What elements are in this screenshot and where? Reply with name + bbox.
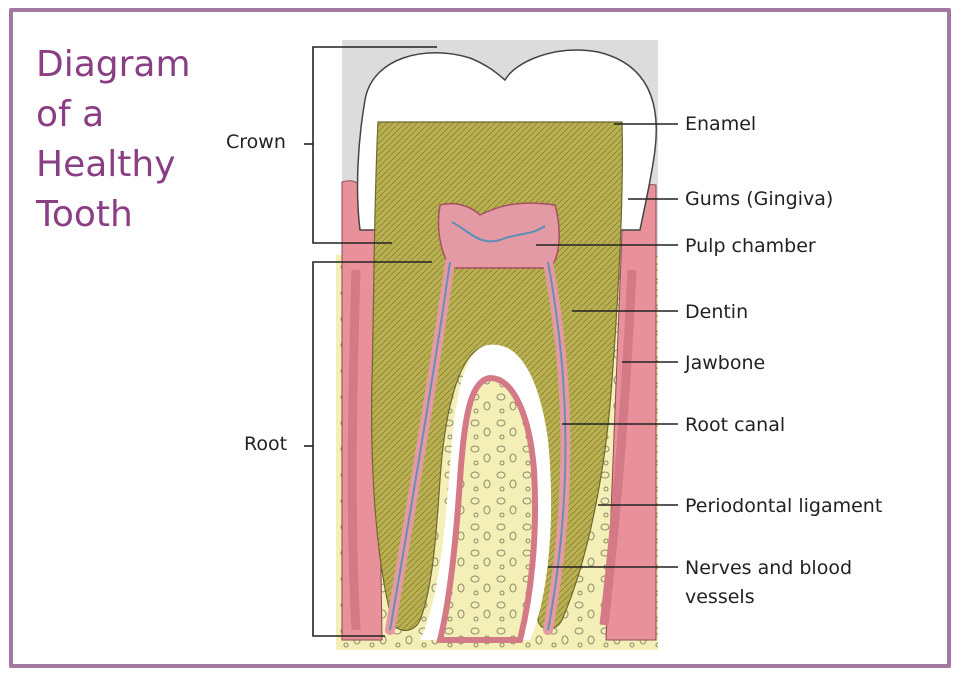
title-line-4: Tooth: [36, 194, 133, 235]
label-root-canal: Root canal: [685, 414, 785, 436]
interradicular-bone: [436, 374, 539, 643]
nerve-right: [547, 261, 567, 631]
diagram-title: Diagram of a Healthy Tooth: [36, 40, 236, 240]
label-crown: Crown: [226, 131, 286, 153]
root-bracket: [312, 261, 432, 637]
label-periodontal-ligament: Periodontal ligament: [685, 495, 882, 517]
pulp-chamber: [437, 202, 560, 269]
label-nerves-line1: Nerves and blood: [685, 557, 852, 579]
label-gums: Gums (Gingiva): [685, 188, 833, 210]
title-line-1: Diagram: [36, 44, 191, 85]
crown-bracket: [312, 46, 437, 244]
label-enamel: Enamel: [685, 113, 756, 135]
label-root: Root: [244, 433, 287, 455]
label-jawbone: Jawbone: [684, 352, 765, 374]
title-line-2: of a: [36, 94, 105, 135]
ligament-left: [347, 269, 361, 631]
label-dentin: Dentin: [685, 301, 748, 323]
diagram-frame: [9, 8, 951, 668]
pulp-vessels: [451, 221, 546, 243]
label-pulp-chamber: Pulp chamber: [685, 235, 816, 257]
label-nerves-line2: vessels: [685, 586, 755, 608]
ligament-right: [599, 269, 637, 626]
title-line-3: Healthy: [36, 144, 176, 185]
nerve-left: [389, 261, 451, 631]
